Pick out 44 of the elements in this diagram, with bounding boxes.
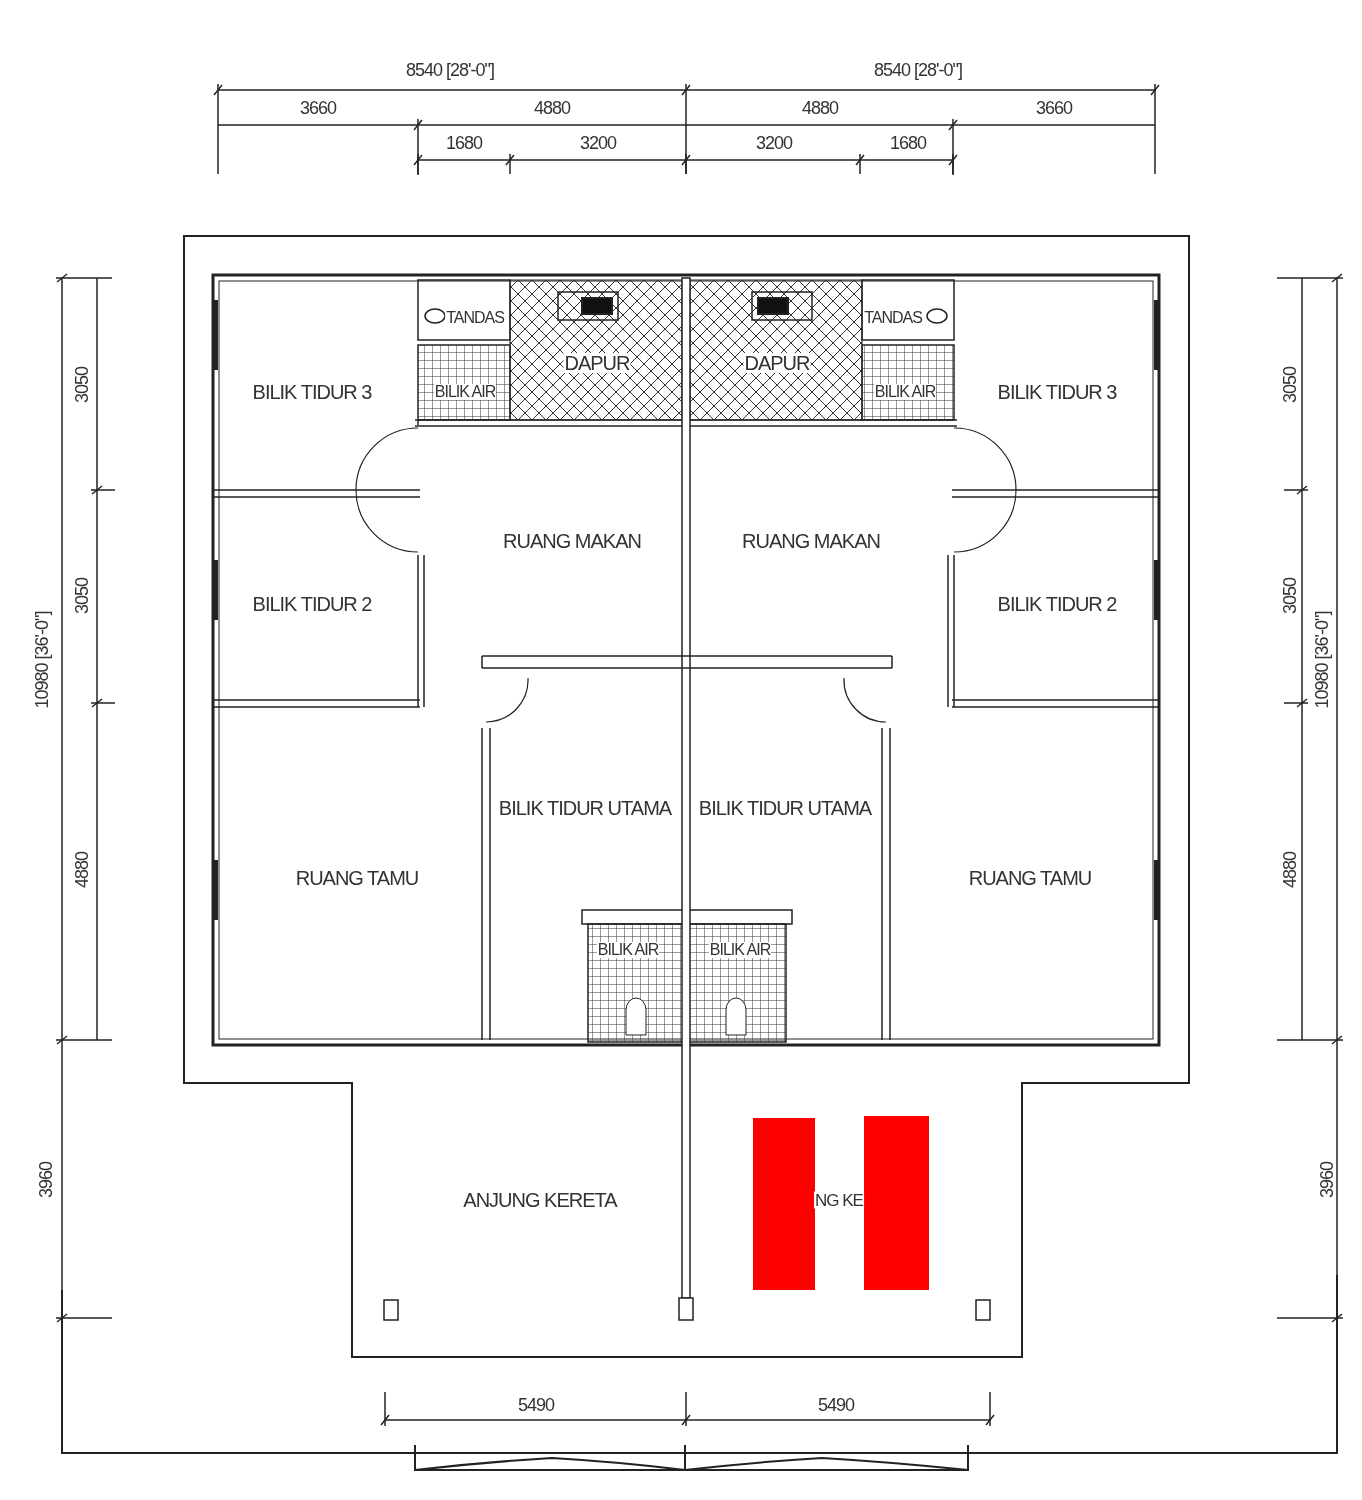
dimension-label: 10980 [36'-0"]: [33, 611, 51, 709]
dimension-label: 3660: [300, 99, 336, 117]
dimension-label: 4880: [73, 852, 91, 888]
dimension-label: 3960: [1318, 1162, 1336, 1198]
room-label: RUANG MAKAN: [502, 531, 642, 551]
dimension-label: 8540 [28'-0"]: [406, 61, 494, 79]
dimension-label: 3050: [73, 578, 91, 614]
dimension-label: 10980 [36'-0"]: [1313, 611, 1331, 709]
dimension-label: 3050: [1281, 578, 1299, 614]
room-label: BILIK AIR: [433, 384, 497, 400]
room-label: BILIK TIDUR 3: [996, 382, 1118, 402]
dimension-label: 3660: [1036, 99, 1072, 117]
room-label: BILIK AIR: [708, 942, 772, 958]
dimension-label: 3050: [1281, 367, 1299, 403]
room-label: BILIK AIR: [873, 384, 937, 400]
dimension-label: 3200: [580, 134, 616, 152]
room-label: BILIK TIDUR 3: [251, 382, 373, 402]
dimension-label: 4880: [534, 99, 570, 117]
room-label: BILIK TIDUR 2: [996, 594, 1118, 614]
room-label: RUANG TAMU: [294, 868, 420, 888]
marker-block: [753, 1118, 815, 1290]
dimension-label: 3200: [756, 134, 792, 152]
room-label: TANDAS: [445, 310, 505, 326]
dimension-label: 1680: [890, 134, 926, 152]
room-label: BILIK TIDUR UTAMA: [697, 798, 873, 818]
dimension-label: 5490: [518, 1396, 554, 1414]
room-label: ANJUNG KERETA: [462, 1190, 618, 1210]
dimension-label: 4880: [802, 99, 838, 117]
room-label: BILIK AIR: [596, 942, 660, 958]
room-label: RUANG TAMU: [967, 868, 1093, 888]
dimension-label: 8540 [28'-0"]: [874, 61, 962, 79]
dimension-label: 5490: [818, 1396, 854, 1414]
room-label: NG KE: [814, 1191, 864, 1209]
room-label: BILIK TIDUR 2: [251, 594, 373, 614]
room-label: DAPUR: [743, 353, 811, 373]
dimension-label: 1680: [446, 134, 482, 152]
marker-block: [864, 1116, 929, 1290]
dimension-label: 3050: [73, 367, 91, 403]
dimension-label: 4880: [1281, 852, 1299, 888]
room-label: BILIK TIDUR UTAMA: [497, 798, 673, 818]
room-label: TANDAS: [863, 310, 923, 326]
room-label: RUANG MAKAN: [741, 531, 881, 551]
room-label: DAPUR: [563, 353, 631, 373]
dimension-label: 3960: [37, 1162, 55, 1198]
